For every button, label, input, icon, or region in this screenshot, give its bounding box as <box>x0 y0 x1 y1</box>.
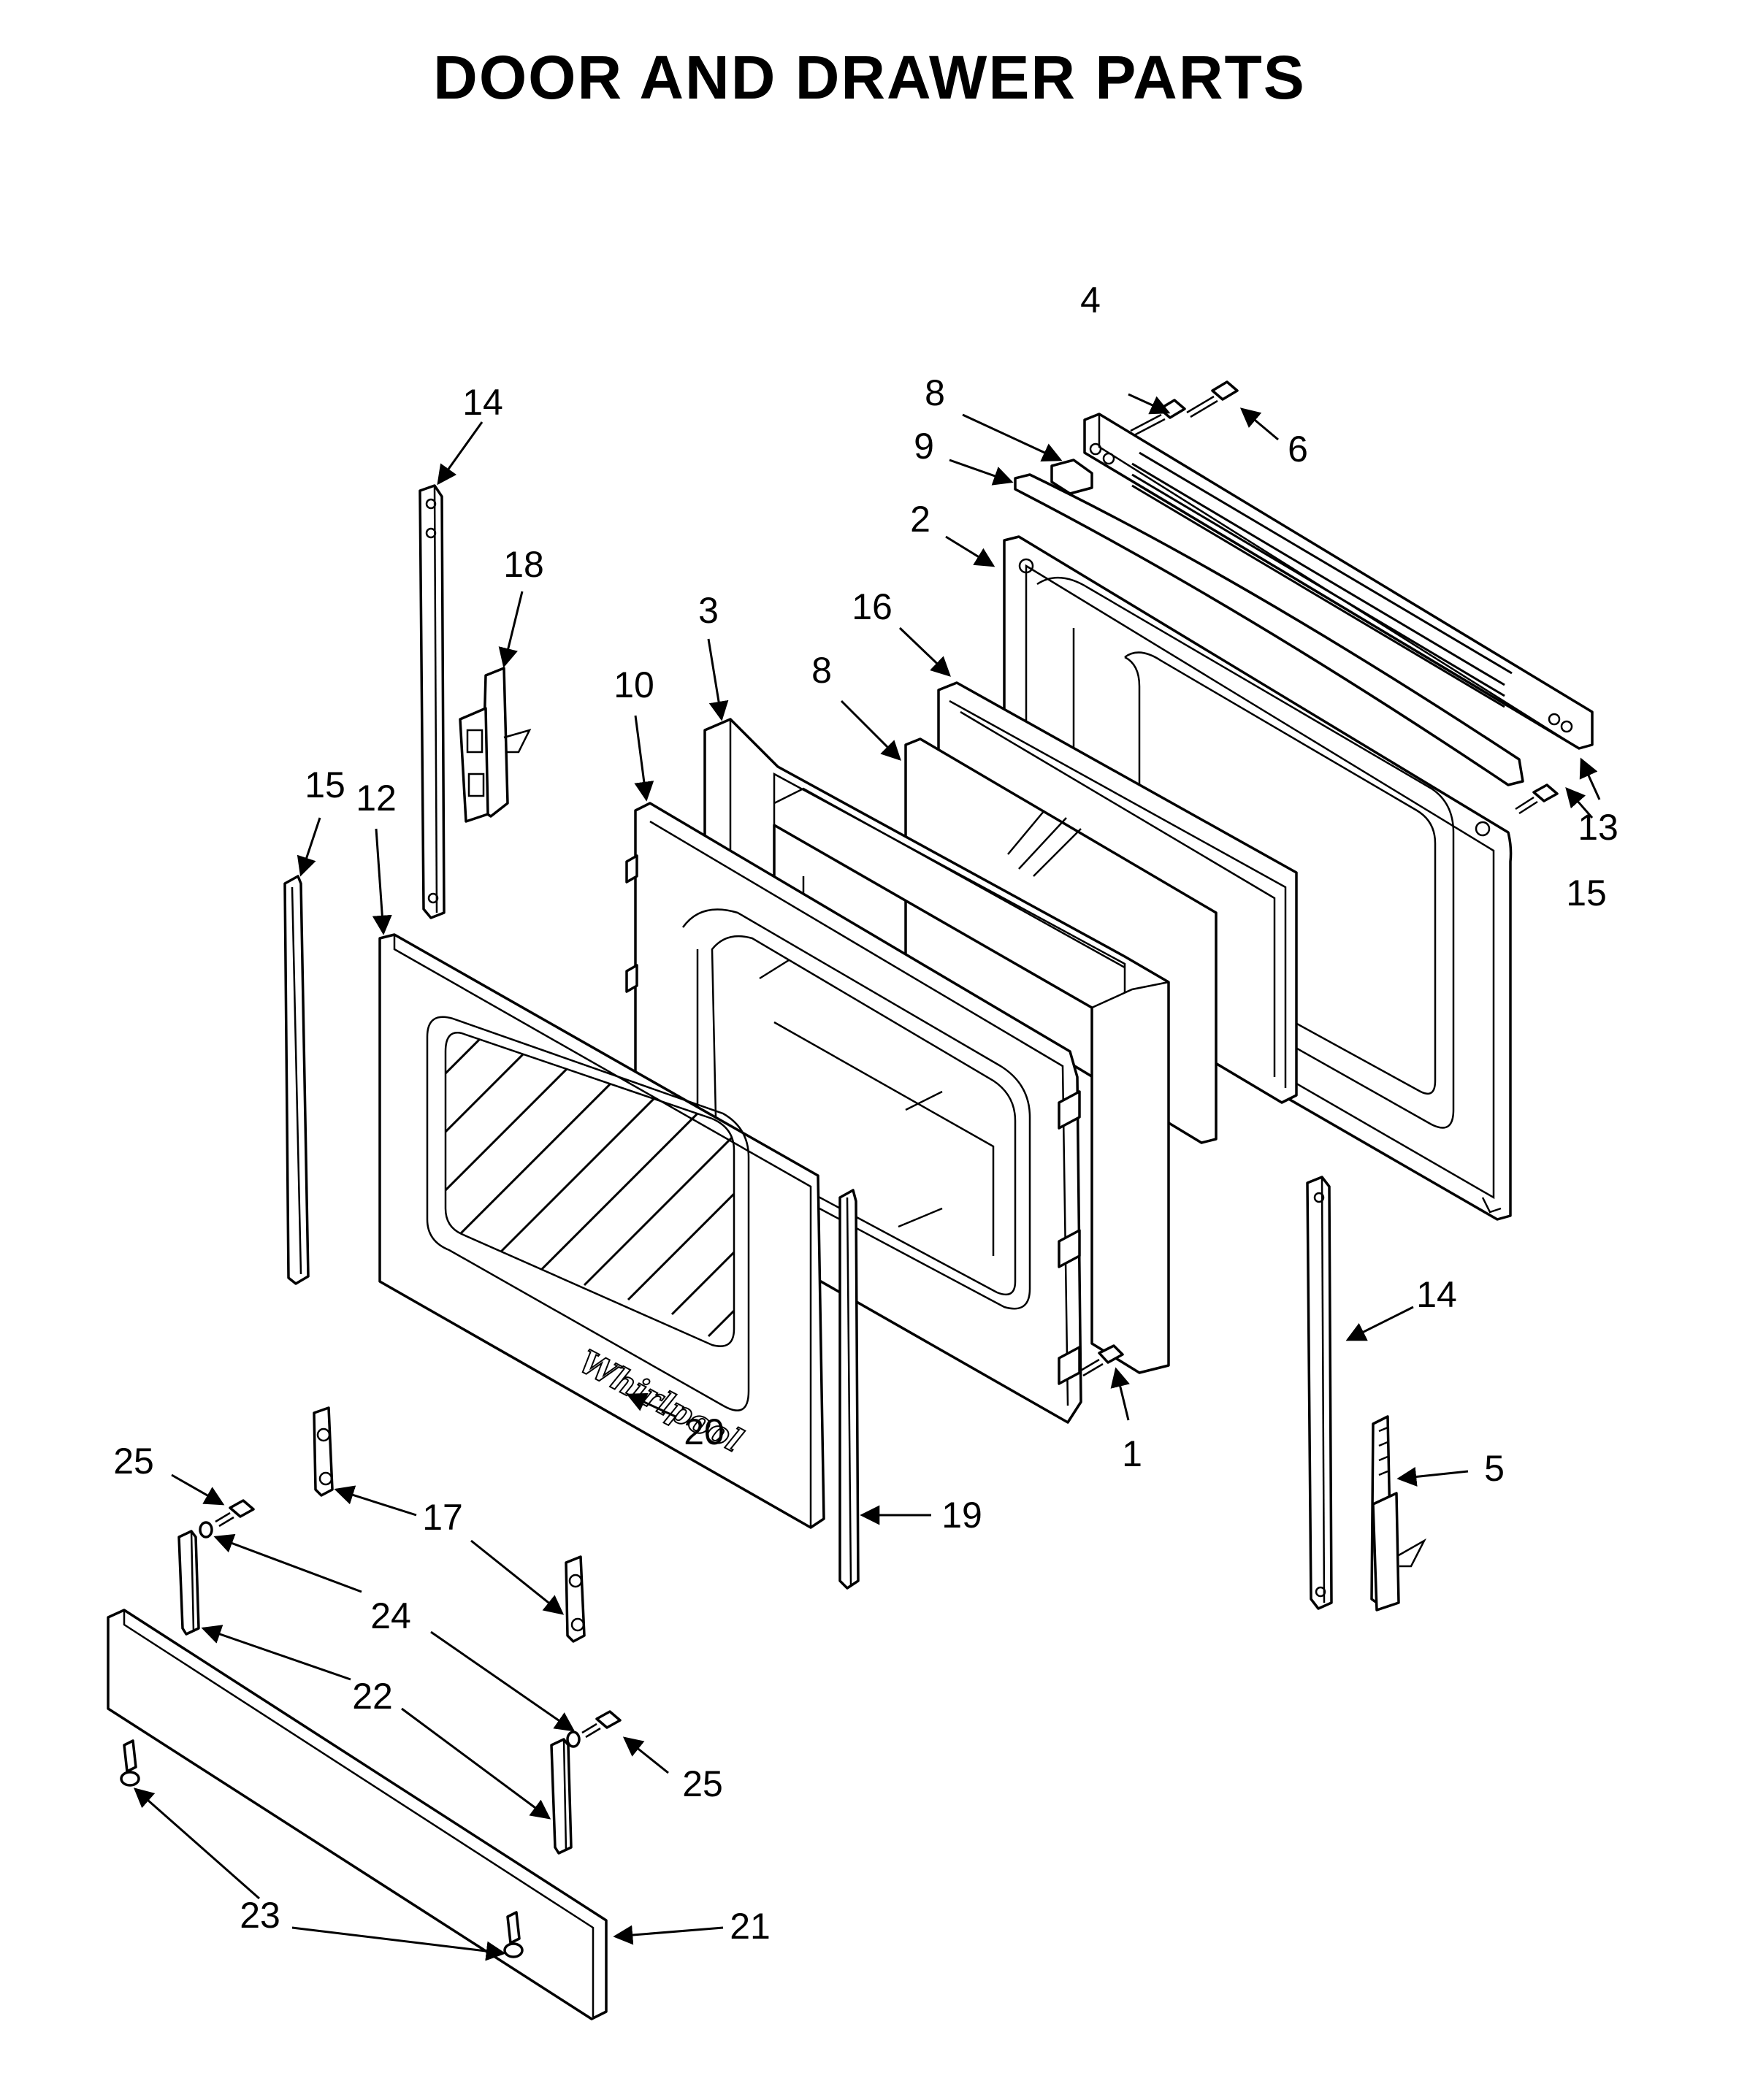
callout-5: 5 <box>1484 1448 1505 1489</box>
part-4-screw <box>1130 399 1186 437</box>
part-25-screw-left <box>215 1499 255 1528</box>
callout-17: 17 <box>422 1497 463 1538</box>
callout-3: 3 <box>698 590 719 631</box>
part-21-drawer-panel <box>107 1609 608 2020</box>
part-17-bracket-upper <box>313 1406 334 1497</box>
part-14-hinge-bar-left <box>418 484 446 919</box>
part-15-screw-right <box>1515 783 1559 815</box>
part-17-bracket-lower <box>565 1555 586 1643</box>
callout-21: 21 <box>730 1906 771 1947</box>
callout-2: 2 <box>910 499 930 540</box>
callout-19: 19 <box>941 1495 982 1536</box>
part-6-screw <box>1186 380 1239 418</box>
part-19-side-trim-right <box>838 1189 860 1590</box>
callout-8: 8 <box>811 650 832 691</box>
part-14-hinge-bar-right <box>1306 1176 1333 1610</box>
callout-10: 10 <box>614 664 654 705</box>
part-9-trim-strip <box>1014 473 1524 786</box>
callout-23: 23 <box>240 1895 280 1936</box>
callout-7: 8 <box>925 372 945 413</box>
part-1-screw <box>1079 1344 1124 1377</box>
callout-24: 24 <box>370 1595 411 1636</box>
callout-13: 13 <box>1578 807 1618 848</box>
part-5-hinge <box>1370 1415 1427 1612</box>
callout-1: 1 <box>1122 1433 1142 1474</box>
part-24-washer-right <box>566 1731 581 1748</box>
part-13-vent-panel <box>1083 413 1594 750</box>
part-15-side-trim-left <box>283 875 310 1285</box>
callout-14-left: 14 <box>462 382 503 423</box>
callout-4: 4 <box>1080 280 1101 321</box>
callout-9: 9 <box>914 426 934 467</box>
part-12-outer-door-panel: Whirlpool <box>378 933 825 1529</box>
part-25-screw-right <box>581 1710 622 1739</box>
vent-slots <box>1131 451 1513 708</box>
callout-22: 22 <box>352 1676 393 1717</box>
part-7-bracket <box>1050 459 1093 495</box>
part-24-washer-left <box>199 1521 213 1538</box>
callout-20: 20 <box>684 1411 725 1452</box>
page-title: DOOR AND DRAWER PARTS <box>433 43 1306 112</box>
part-22-drawer-bracket-left <box>177 1530 200 1636</box>
callout-16: 16 <box>852 586 893 627</box>
callout-12: 12 <box>356 778 397 819</box>
part-18-hinge <box>459 667 532 823</box>
callout-15-left: 15 <box>305 764 345 805</box>
callouts: 4 6 8 9 2 16 8 3 10 14 18 15 12 13 15 14… <box>113 280 1618 1947</box>
callout-15-right: 15 <box>1566 873 1607 913</box>
callout-25-right: 25 <box>682 1763 723 1804</box>
part-23-screw-left <box>120 1739 140 1787</box>
callout-18: 18 <box>503 544 544 585</box>
callout-25-left: 25 <box>113 1441 154 1482</box>
part-22-drawer-bracket-right <box>550 1738 573 1855</box>
leader-lines <box>133 393 1601 1961</box>
part-23-screw-right <box>503 1911 524 1958</box>
callout-6: 6 <box>1288 429 1308 470</box>
callout-14-right: 14 <box>1416 1274 1457 1315</box>
